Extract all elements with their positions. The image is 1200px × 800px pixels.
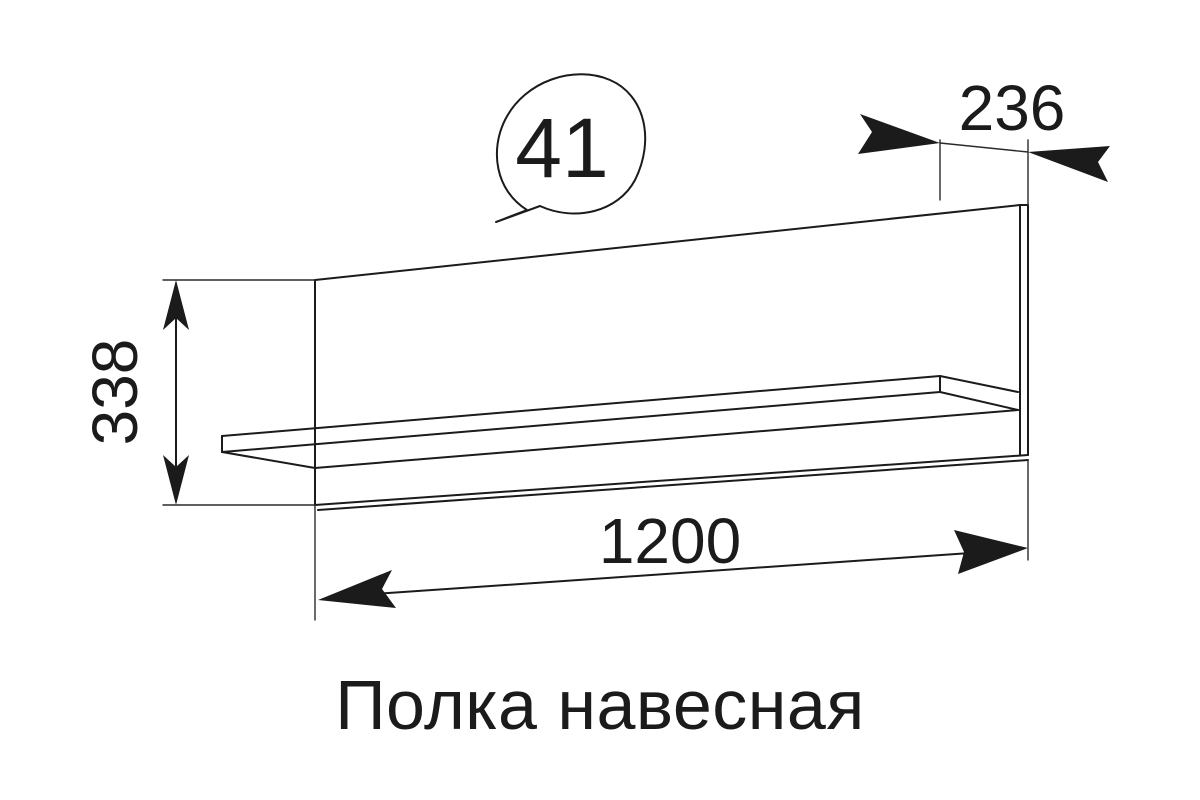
arrow-left-icon: [318, 570, 396, 608]
width-dimension: 1200: [314, 459, 1029, 621]
callout-number: 41: [515, 101, 608, 195]
depth-dimension: 236: [858, 72, 1110, 206]
arrow-up-icon: [163, 280, 189, 330]
back-panel: [314, 204, 1029, 511]
arrow-left-icon: [1028, 146, 1110, 182]
caption-title: Полка навесная: [335, 666, 865, 744]
depth-label: 236: [959, 72, 1066, 144]
width-label: 1200: [599, 505, 741, 577]
shelf-board: [221, 375, 1019, 469]
height-dimension: 338: [79, 279, 316, 506]
callout-bubble: 41: [495, 73, 647, 223]
arrow-right-icon: [954, 530, 1028, 574]
arrow-down-icon: [163, 455, 189, 505]
height-label: 338: [79, 339, 151, 446]
arrow-right-icon: [858, 114, 940, 154]
